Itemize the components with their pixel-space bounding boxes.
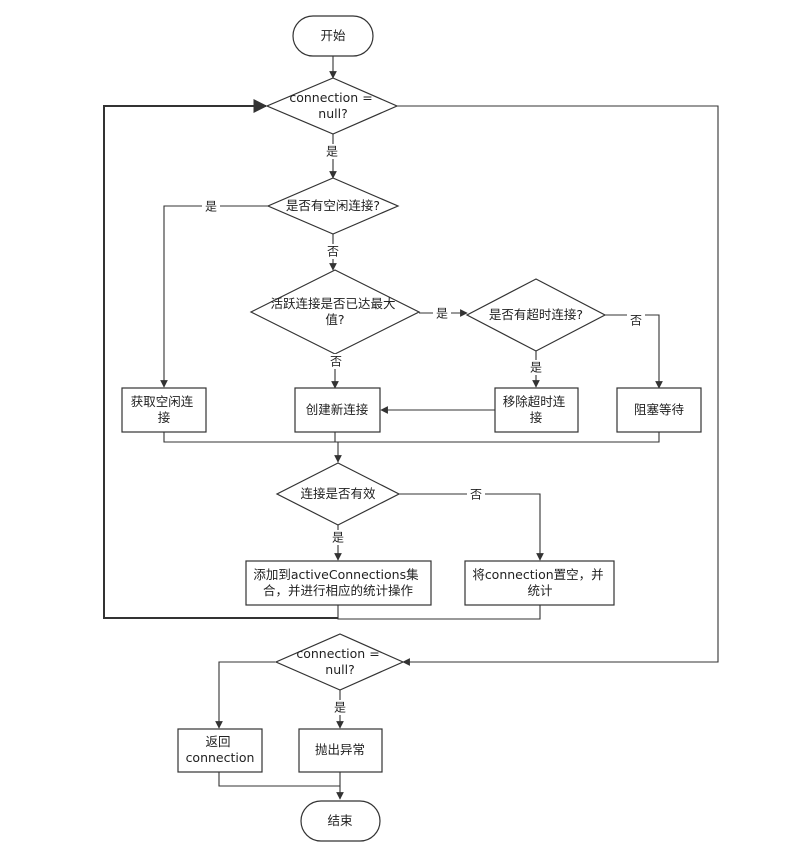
create-new-label: 创建新连接 (306, 402, 369, 417)
return-connection-label: 返回 connection (186, 734, 255, 765)
active-max-label-line2: 值? (325, 312, 344, 327)
start-label: 开始 (320, 28, 346, 43)
edge-return-down (218, 772, 340, 787)
label-active-max-yes: 是 (436, 307, 448, 321)
is-valid-label: 连接是否有效 (300, 486, 376, 501)
get-idle-label-line2: 接 (158, 410, 171, 425)
throw-exception-label-line: 抛出异常 (315, 742, 365, 757)
label-has-timeout-no: 否 (630, 314, 642, 328)
check-null-label-line2: null? (318, 106, 347, 121)
set-null-process (464, 560, 615, 606)
check-null-2-label-line1: connection = (296, 646, 379, 661)
active-max-label-line1: 活跃连接是否已达最大 (271, 296, 396, 311)
add-active-label-line2: 合，并进行相应的统计操作 (263, 583, 414, 598)
label-has-idle-no: 否 (327, 245, 339, 259)
check-null-decision (265, 77, 399, 135)
block-wait-process (616, 387, 702, 433)
remove-timeout-label: 移除超时连 接 (503, 394, 570, 425)
add-active-process (245, 560, 432, 606)
return-connection-process (177, 728, 263, 773)
check-null-label: connection = null? (289, 90, 376, 121)
label-is-valid-yes: 是 (332, 531, 344, 545)
check-null-2-label: connection = null? (296, 646, 383, 677)
is-valid-label-line: 连接是否有效 (300, 486, 376, 501)
get-idle-process (121, 387, 207, 433)
label-active-max-no: 否 (330, 355, 342, 369)
has-timeout-label: 是否有超时连接? (489, 307, 583, 322)
edge-has-idle-yes (160, 205, 268, 388)
check-null-2-decision (274, 633, 405, 691)
has-idle-label: 是否有空闲连接? (286, 198, 380, 213)
edge-loop-back (103, 99, 338, 619)
has-timeout-label-line: 是否有超时连接? (489, 307, 583, 322)
nodes: 开始 connection = null? 是否有空闲连接? 活跃连接是否已达最… (121, 15, 702, 842)
throw-exception-label: 抛出异常 (315, 742, 365, 757)
remove-timeout-label-line2: 接 (530, 410, 543, 425)
check-null-label-line1: connection = (289, 90, 372, 105)
edge-merge-line (163, 432, 660, 443)
edge-has-timeout-no (605, 314, 663, 389)
block-wait-label: 阻塞等待 (634, 402, 685, 417)
has-timeout-decision (465, 278, 607, 352)
end-terminal (300, 800, 381, 842)
check-null-2-label-line2: null? (325, 662, 354, 677)
edge-valid-no (398, 493, 544, 561)
label-is-valid-no: 否 (470, 488, 482, 502)
block-wait-label-line: 阻塞等待 (634, 402, 685, 417)
return-connection-label-line1: 返回 (206, 734, 231, 749)
start-terminal (292, 15, 374, 57)
remove-timeout-process (494, 387, 579, 433)
edge-check-null2-no (215, 661, 275, 729)
set-null-label-line1: 将connection置空，并 (472, 567, 603, 582)
has-idle-decision (266, 177, 400, 235)
label-has-timeout-yes: 是 (530, 361, 542, 375)
create-new-process (294, 387, 381, 433)
label-has-idle-yes: 是 (205, 200, 217, 214)
label-check-null-yes: 是 (326, 145, 338, 159)
label-check-null-2-yes: 是 (334, 701, 346, 715)
get-idle-label-line1: 获取空闲连 (131, 394, 194, 409)
remove-timeout-label-line1: 移除超时连 (503, 394, 566, 409)
end-label: 结束 (327, 813, 353, 828)
return-connection-label-line2: connection (186, 750, 255, 765)
set-null-label: 将connection置空，并 统计 (472, 567, 607, 598)
set-null-label-line2: 统计 (527, 583, 552, 598)
add-active-label-line1: 添加到activeConnections集 (253, 567, 419, 582)
throw-exception-process (298, 728, 383, 773)
get-idle-label: 获取空闲连 接 (131, 394, 198, 425)
start-label-line: 开始 (320, 28, 346, 43)
active-max-label: 活跃连接是否已达最大 值? (271, 296, 400, 327)
edge-check-null-no (396, 105, 719, 666)
end-label-line: 结束 (327, 813, 353, 828)
is-valid-decision (275, 462, 401, 526)
edge-labels: 是 是 否 是 否 是 否 是 否 是 (202, 144, 645, 715)
create-new-label-line: 创建新连接 (306, 402, 369, 417)
edge-loop-join (337, 605, 541, 620)
add-active-label: 添加到activeConnections集 合，并进行相应的统计操作 (253, 567, 422, 598)
has-idle-label-line: 是否有空闲连接? (286, 198, 380, 213)
